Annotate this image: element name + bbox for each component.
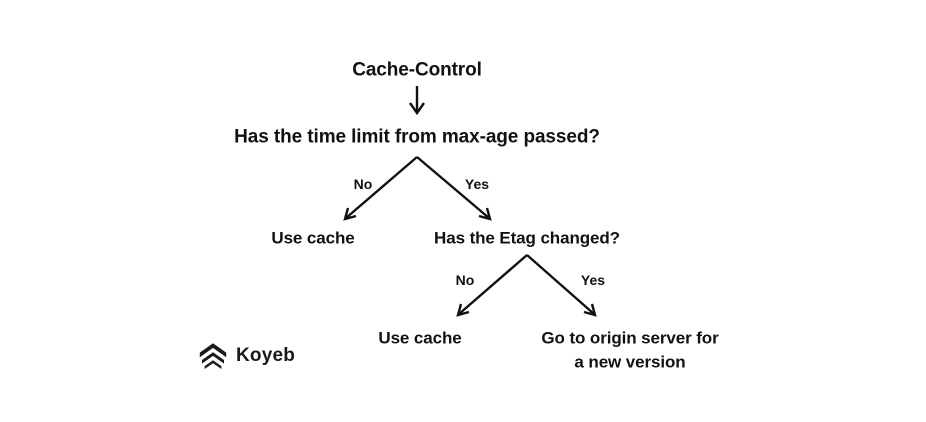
brand-name: Koyeb (236, 345, 296, 366)
node-max-age-question: Has the time limit from max-age passed? (234, 126, 600, 148)
node-etag-question: Has the Etag changed? (434, 228, 620, 248)
node-origin-server-line1: Go to origin server for (541, 328, 719, 348)
node-use-cache-etag: Use cache (378, 328, 462, 348)
edge-label-max-age-no: No (353, 176, 373, 192)
node-origin-server-line2: a new version (574, 352, 686, 372)
arrowhead-root-to-maxage (409, 102, 425, 116)
edge-label-max-age-yes: Yes (464, 176, 490, 192)
arrowhead-etag-no (456, 303, 470, 317)
arrowhead-maxage-no (343, 207, 357, 221)
edge-label-etag-yes: Yes (580, 272, 606, 288)
node-use-cache-max-age: Use cache (271, 228, 355, 248)
arrowhead-maxage-yes (478, 207, 492, 221)
edge-label-etag-no: No (455, 272, 475, 288)
arrowhead-etag-yes (583, 303, 597, 317)
brand-logo: Koyeb (198, 341, 295, 371)
koyeb-chevron-logo-icon (199, 343, 227, 369)
node-cache-control: Cache-Control (352, 59, 482, 81)
